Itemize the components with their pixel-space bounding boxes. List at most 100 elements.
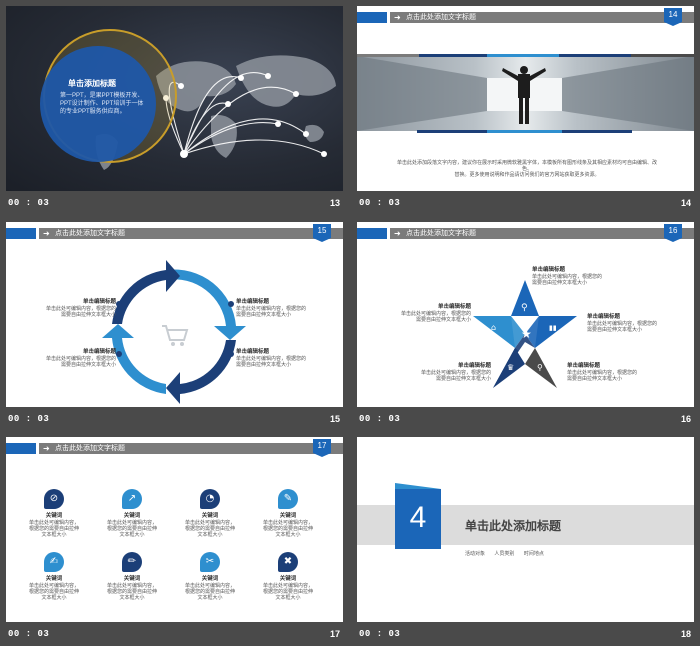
item-text: 文本框大小 [119, 532, 145, 538]
item-title: 单击编辑标题 [532, 267, 566, 273]
slide-thumb-15[interactable]: ➜ 点击此处添加文字标题 15 ➶ ⚙ ❦ ▲ [6, 222, 343, 431]
slide-number: 14 [680, 198, 691, 208]
cycle-arrows-diagram: ➶ ⚙ ❦ ▲ [102, 260, 246, 404]
item-text: 单击此处可编辑内容，根据您的 [401, 311, 472, 317]
photo-bar-bottom [417, 130, 632, 133]
slide-15-canvas: ➜ 点击此处添加文字标题 15 ➶ ⚙ ❦ ▲ [6, 222, 343, 407]
section-tag: 人员类别 [494, 551, 515, 557]
slide-number: 16 [680, 414, 691, 424]
slide-badge: 16 [664, 224, 682, 242]
star-puzzle-diagram: ★ ⚲ ⌂ ▮▮ ♛ ⚲ [473, 280, 577, 388]
item-title: 关键词 [201, 513, 219, 519]
item-title: 单击编辑标题 [567, 363, 601, 369]
slide-header-title: 点击此处添加文字标题 [406, 14, 476, 21]
keyword-item: ↗关键词单击此处可编辑内容，根据您的需要自由拉伸文本框大小 [102, 489, 162, 538]
keyword-item: ✏关键词单击此处可编辑内容，根据您的需要自由拉伸文本框大小 [102, 552, 162, 601]
gauge-icon: ◔ [200, 489, 220, 509]
item-title: 关键词 [45, 513, 63, 519]
photo-bar-top [357, 54, 694, 57]
header-bar [39, 443, 343, 454]
header-accent-block [357, 12, 387, 23]
item-text: 单击此处可编辑内容，根据您的 [587, 321, 658, 327]
slide-18-canvas: 4 单击此处添加标题 活动对象 人员类别 时间地点 [357, 437, 694, 622]
slide-timing: 00 : 03 [8, 414, 50, 424]
slide-timing: 00 : 03 [359, 414, 401, 424]
item-title: 单击编辑标题 [457, 363, 491, 369]
compass-icon: ⊘ [44, 489, 64, 509]
svg-text:⚙: ⚙ [200, 295, 208, 305]
slide-timing: 00 : 03 [8, 629, 50, 639]
slide-13-timebar: 00 : 03 13 [6, 191, 343, 215]
item-text: 根据您的需要自由拉伸 [28, 526, 79, 532]
item-text: 单击此处可编辑内容，根据您的 [46, 356, 117, 362]
slide-14-caption: 单击此处添加段落文字内容，建议你在展示时采用微软雅黑字体，本模板所有图形线条及其… [397, 160, 657, 178]
slide-number: 18 [680, 629, 691, 639]
cycle-item: 单击编辑标题 单击此处可编辑内容，根据您的 需要自由拉伸文本框大小 [236, 299, 311, 318]
slide-header-title: 点击此处添加文字标题 [55, 445, 125, 452]
slide-14-canvas: ➜ 点击此处添加文字标题 14 [357, 6, 694, 191]
slide-number: 17 [329, 629, 340, 639]
keyword-item: ⊘关键词单击此处可编辑内容，根据您的需要自由拉伸文本框大小 [24, 489, 84, 538]
item-title: 关键词 [279, 576, 297, 582]
item-title: 单击编辑标题 [82, 299, 116, 305]
slide-number: 13 [329, 198, 340, 208]
header-bar [390, 228, 694, 239]
item-text: 需要自由拉伸文本框大小 [435, 376, 491, 382]
slide-thumb-17[interactable]: ➜ 点击此处添加文字标题 17 ⊘关键词单击此处可编辑内容，根据您的需要自由拉伸… [6, 437, 343, 646]
keyword-item: ◔关键词单击此处可编辑内容，根据您的需要自由拉伸文本框大小 [180, 489, 240, 538]
item-text: 需要自由拉伸文本框大小 [60, 312, 116, 318]
star-item: 单击编辑标题 单击此处可编辑内容，根据您的 需要自由拉伸文本框大小 [567, 363, 647, 382]
arrow-right-icon: ➜ [43, 229, 50, 238]
svg-text:▮▮: ▮▮ [549, 324, 557, 332]
item-text: 根据您的需要自由拉伸 [262, 589, 313, 595]
tools-icon: ✖ [278, 552, 298, 572]
star-item: 单击编辑标题 单击此处可编辑内容，根据您的 需要自由拉伸文本框大小 [401, 304, 471, 323]
item-text: 单击此处可编辑内容， [106, 520, 157, 526]
item-title: 单击编辑标题 [437, 304, 471, 310]
item-title: 单击编辑标题 [587, 314, 621, 320]
item-text: 单击此处可编辑内容， [262, 583, 313, 589]
item-text: 单击此处可编辑内容， [184, 583, 235, 589]
arrow-right-icon: ➜ [394, 229, 401, 238]
keyword-item: ✎关键词单击此处可编辑内容，根据您的需要自由拉伸文本框大小 [258, 489, 318, 538]
item-text: 单击此处可编辑内容， [28, 520, 79, 526]
section-number-box: 4 [395, 483, 441, 549]
section-tag: 时间地点 [523, 551, 544, 557]
item-title: 关键词 [279, 513, 297, 519]
section-number: 4 [409, 501, 427, 534]
slide-13-circle-line: PPT设计制作、PPT培训于一体 [60, 101, 144, 107]
corridor-photo [357, 56, 694, 131]
slide-17-canvas: ➜ 点击此处添加文字标题 17 ⊘关键词单击此处可编辑内容，根据您的需要自由拉伸… [6, 437, 343, 622]
slide-thumb-13[interactable]: 单击添加标题 第一PPT，是果PPT模板开发、 PPT设计制作、PPT培训于一体… [6, 6, 343, 215]
item-text: 单击此处可编辑内容，根据您的 [420, 370, 491, 376]
brush-icon: ✎ [278, 489, 298, 509]
svg-text:⚲: ⚲ [521, 303, 528, 313]
svg-text:★: ★ [521, 327, 532, 341]
caption-line: 单击此处添加段落文字内容，建议你在展示时采用微软雅黑字体，本模板所有图形线条及其… [397, 160, 658, 172]
header-accent-block [357, 228, 387, 239]
item-text: 文本框大小 [41, 595, 67, 601]
header-bar [39, 228, 343, 239]
item-text: 根据您的需要自由拉伸 [184, 526, 235, 532]
star-item: 单击编辑标题 单击此处可编辑内容，根据您的 需要自由拉伸文本框大小 [587, 314, 667, 333]
item-title: 单击编辑标题 [82, 349, 116, 355]
slide-15-timebar: 00 : 03 15 [6, 407, 343, 431]
slide-thumb-14[interactable]: ➜ 点击此处添加文字标题 14 [357, 6, 694, 215]
item-text: 单击此处可编辑内容，根据您的 [236, 306, 307, 312]
slide-18-timebar: 00 : 03 18 [357, 622, 694, 646]
svg-text:❦: ❦ [142, 361, 150, 371]
item-text: 文本框大小 [275, 532, 301, 538]
section-tag: 活动对象 [465, 551, 486, 557]
item-text: 单击此处可编辑内容， [262, 520, 313, 526]
item-title: 关键词 [45, 576, 63, 582]
item-text: 根据您的需要自由拉伸 [106, 589, 157, 595]
slide-thumb-16[interactable]: ➜ 点击此处添加文字标题 16 ★ ⚲ ⌂ ▮▮ ♛ ⚲ 单击编辑标题 单击 [357, 222, 694, 431]
item-text: 文本框大小 [197, 595, 223, 601]
slide-timing: 00 : 03 [8, 198, 50, 208]
world-map-illustration [40, 29, 336, 170]
item-text: 文本框大小 [197, 532, 223, 538]
slide-13-circle-line: 第一PPT，是果PPT模板开发、 [60, 93, 144, 99]
slide-16-canvas: ➜ 点击此处添加文字标题 16 ★ ⚲ ⌂ ▮▮ ♛ ⚲ 单击编辑标题 单击 [357, 222, 694, 407]
item-title: 单击编辑标题 [236, 299, 270, 305]
slide-thumb-18[interactable]: 4 单击此处添加标题 活动对象 人员类别 时间地点 00 : 03 18 [357, 437, 694, 646]
